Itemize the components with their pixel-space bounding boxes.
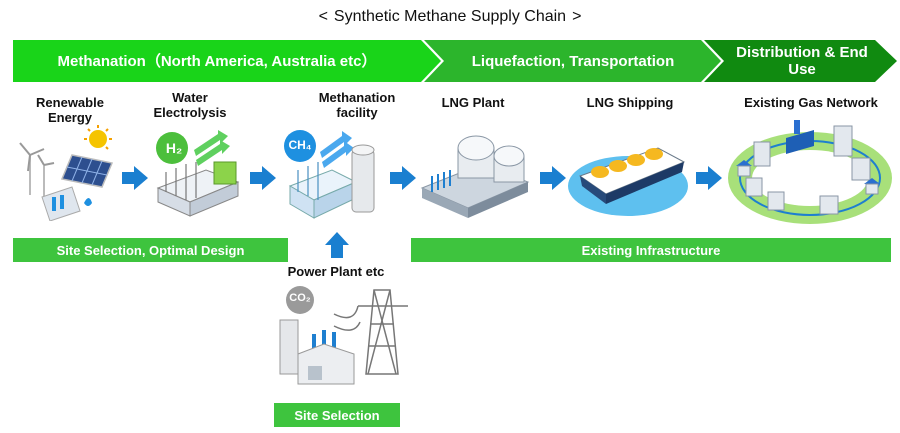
title-left-bracket: < — [318, 8, 328, 25]
lng-shipping-illustration — [568, 147, 688, 216]
ch4-badge — [284, 130, 316, 162]
h2-badge — [156, 132, 188, 164]
transmission-tower-icon — [333, 289, 408, 375]
wind-turbine-icon — [19, 142, 55, 197]
factory-icon — [279, 319, 355, 385]
bar-existing-infrastructure: Existing Infrastructure — [411, 238, 891, 262]
label-renewable-energy: Renewable Energy — [36, 95, 104, 125]
sun-icon — [84, 125, 112, 150]
label-lng-plant: LNG Plant — [441, 95, 505, 110]
banner-shapes — [13, 40, 897, 82]
banner-distribution: Distribution & End Use — [736, 44, 868, 78]
banner-liquefaction: Liquefaction, Transportation — [471, 52, 675, 70]
methanation-plant-icon — [288, 144, 375, 219]
bar-site-selection-design: Site Selection, Optimal Design — [13, 238, 288, 262]
hydro-dam-icon — [41, 186, 92, 221]
label-power-plant: Power Plant etc — [287, 264, 385, 279]
co2-badge — [286, 286, 314, 314]
house-icon — [736, 160, 880, 195]
pipework-icon — [431, 170, 451, 192]
water-electrolysis-illustration — [156, 130, 240, 217]
label-existing-gas-network: Existing Gas Network — [744, 95, 878, 110]
title-text: Synthetic Methane Supply Chain — [333, 8, 567, 25]
lng-plant-illustration — [420, 135, 530, 218]
diagram-title: < Synthetic Methane Supply Chain > — [0, 8, 900, 26]
flow-arrows-icon — [320, 131, 354, 168]
title-right-bracket: > — [572, 8, 582, 25]
flow-arrow-4 — [540, 166, 566, 190]
flow-arrow-5 — [696, 166, 722, 190]
co2-label: CO₂ — [289, 292, 311, 304]
flow-arrows-icon — [194, 130, 230, 166]
label-water-electrolysis: Water Electrolysis — [153, 90, 227, 120]
h2-label: H₂ — [165, 140, 183, 156]
renewable-energy-illustration — [19, 125, 114, 221]
label-lng-shipping: LNG Shipping — [586, 95, 674, 110]
flow-arrow-up — [325, 232, 349, 258]
stage-banner: Methanation（North America, Australia etc… — [13, 40, 897, 82]
lng-carrier-icon — [578, 147, 686, 204]
factory-icon — [786, 120, 814, 154]
bar-site-selection: Site Selection — [274, 403, 400, 427]
banner-distribution-shape — [704, 40, 897, 82]
banner-methanation: Methanation（North America, Australia etc… — [57, 52, 377, 70]
flow-arrow-1 — [122, 166, 148, 190]
lng-tank-domes — [591, 148, 663, 178]
city-buildings-icon — [745, 125, 871, 215]
flow-arrow-2 — [250, 166, 276, 190]
gas-network-illustration — [728, 120, 892, 224]
lng-tank-icon — [457, 135, 525, 183]
banner-methanation-shape — [13, 40, 441, 82]
ch4-label: CH₄ — [288, 138, 312, 152]
electrolyzer-icon — [156, 161, 240, 217]
flow-arrow-3 — [390, 166, 416, 190]
label-methanation-facility: Methanation facility — [318, 90, 396, 120]
methanation-facility-illustration — [284, 130, 375, 219]
solar-panel-icon — [60, 154, 114, 188]
banner-liquefaction-shape — [424, 40, 721, 82]
power-plant-illustration — [279, 286, 408, 385]
